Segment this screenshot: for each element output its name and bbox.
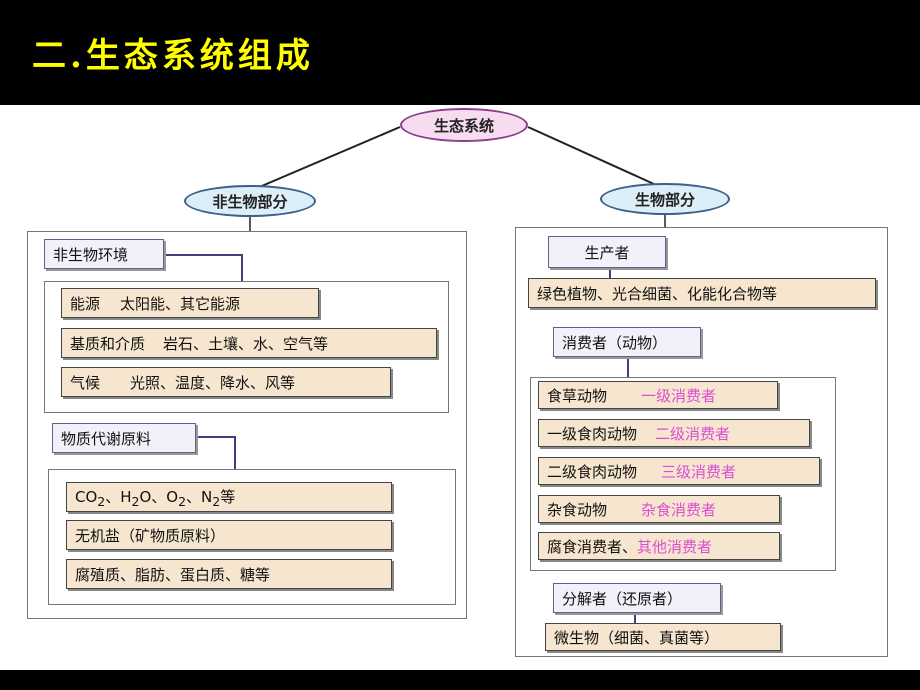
- biotic-group: [515, 227, 888, 657]
- consumer-item-secondary-carnivore-text: 二级食肉动物: [547, 462, 638, 481]
- co2-part: CO: [75, 487, 98, 506]
- abiotic-environment-label: 非生物环境: [44, 239, 164, 269]
- env-item-climate-detail: 光照、温度、降水、风等: [130, 373, 296, 392]
- consumer-item-primary-carnivore: 一级食肉动物 二级消费者: [538, 419, 810, 447]
- env-item-climate-text: 气候: [70, 373, 101, 392]
- consumer-item-omnivore: 杂食动物 杂食消费者: [538, 495, 780, 523]
- h2o-sub: 2: [131, 493, 140, 509]
- material-item-gases: CO2、H2O、O2、N2等: [66, 482, 392, 512]
- slide-title: 二.生态系统组成: [32, 36, 314, 76]
- material-item-minerals-text: 无机盐（矿物质原料）: [75, 526, 226, 545]
- material-item-minerals: 无机盐（矿物质原料）: [66, 520, 392, 550]
- material-item-organics: 腐殖质、脂肪、蛋白质、糖等: [66, 559, 392, 589]
- material-item-gases-text: CO2、H2O、O2、N2等: [75, 486, 235, 509]
- consumer-item-detritivore-level: 其他消费者: [637, 537, 713, 556]
- consumer-subgroup: [530, 377, 836, 571]
- connector-lines: [165, 126, 666, 623]
- material-subgroup: [48, 469, 456, 605]
- material-label-text: 物质代谢原料: [61, 429, 152, 448]
- environment-subgroup: [44, 281, 449, 413]
- biotic-node: 生物部分: [600, 183, 730, 215]
- env-item-substrate-text: 基质和介质: [70, 334, 146, 353]
- diagram-panel: 生态系统 非生物部分 生物部分 非生物环境 能源 太阳能、其它能源 基质和介质 …: [0, 105, 920, 670]
- material-item-organics-text: 腐殖质、脂肪、蛋白质、糖等: [75, 565, 271, 584]
- gases-suffix: 等: [220, 487, 236, 506]
- consumer-item-detritivore: 腐食消费者、 其他消费者: [538, 532, 780, 560]
- consumer-label-text: 消费者（动物）: [562, 333, 668, 352]
- consumer-label: 消费者（动物）: [553, 327, 701, 357]
- consumer-item-primary-carnivore-level: 二级消费者: [655, 424, 731, 443]
- env-item-climate: 气候 光照、温度、降水、风等: [61, 367, 391, 397]
- n2-sub: 2: [212, 493, 221, 509]
- abiotic-environment-text: 非生物环境: [53, 245, 129, 264]
- consumer-item-secondary-carnivore: 二级食肉动物 三级消费者: [538, 457, 820, 485]
- consumer-item-secondary-carnivore-level: 三级消费者: [661, 462, 737, 481]
- producer-item-text: 绿色植物、光合细菌、化能化合物等: [537, 284, 778, 303]
- env-item-substrate-detail: 岩石、土壤、水、空气等: [163, 334, 329, 353]
- root-node: 生态系统: [400, 108, 528, 142]
- o2-sub: 2: [178, 493, 187, 509]
- consumer-item-herbivore-level: 一级消费者: [641, 386, 717, 405]
- abiotic-label: 非生物部分: [212, 192, 288, 211]
- biotic-label: 生物部分: [634, 190, 695, 209]
- producer-label-text: 生产者: [584, 243, 630, 262]
- decomposer-label-text: 分解者（还原者）: [562, 589, 683, 608]
- co2-sub: 2: [97, 493, 106, 509]
- decomposer-item-text: 微生物（细菌、真菌等）: [554, 628, 720, 647]
- consumer-item-detritivore-text: 腐食消费者、: [547, 537, 638, 556]
- env-item-energy: 能源 太阳能、其它能源: [61, 288, 319, 318]
- consumer-item-omnivore-text: 杂食动物: [547, 500, 608, 519]
- material-label: 物质代谢原料: [52, 423, 196, 453]
- env-item-substrate: 基质和介质 岩石、土壤、水、空气等: [61, 328, 437, 358]
- abiotic-node: 非生物部分: [184, 185, 316, 217]
- decomposer-label: 分解者（还原者）: [553, 583, 721, 613]
- consumer-item-herbivore-text: 食草动物: [547, 386, 608, 405]
- env-item-energy-text: 能源: [70, 294, 101, 313]
- bottom-bar: [0, 670, 920, 690]
- abiotic-group: [27, 231, 467, 619]
- o2-part: O、O: [139, 487, 179, 506]
- slide-header: 二.生态系统组成: [0, 0, 920, 105]
- producer-label: 生产者: [548, 236, 666, 268]
- consumer-item-omnivore-level: 杂食消费者: [641, 500, 717, 519]
- producer-item: 绿色植物、光合细菌、化能化合物等: [528, 278, 876, 308]
- consumer-item-primary-carnivore-text: 一级食肉动物: [547, 424, 638, 443]
- h2o-part: 、H: [105, 487, 132, 506]
- consumer-item-herbivore: 食草动物 一级消费者: [538, 381, 778, 409]
- n2-part: 、N: [186, 487, 213, 506]
- decomposer-item: 微生物（细菌、真菌等）: [545, 623, 781, 651]
- root-label: 生态系统: [433, 116, 494, 135]
- env-item-energy-detail: 太阳能、其它能源: [120, 294, 241, 313]
